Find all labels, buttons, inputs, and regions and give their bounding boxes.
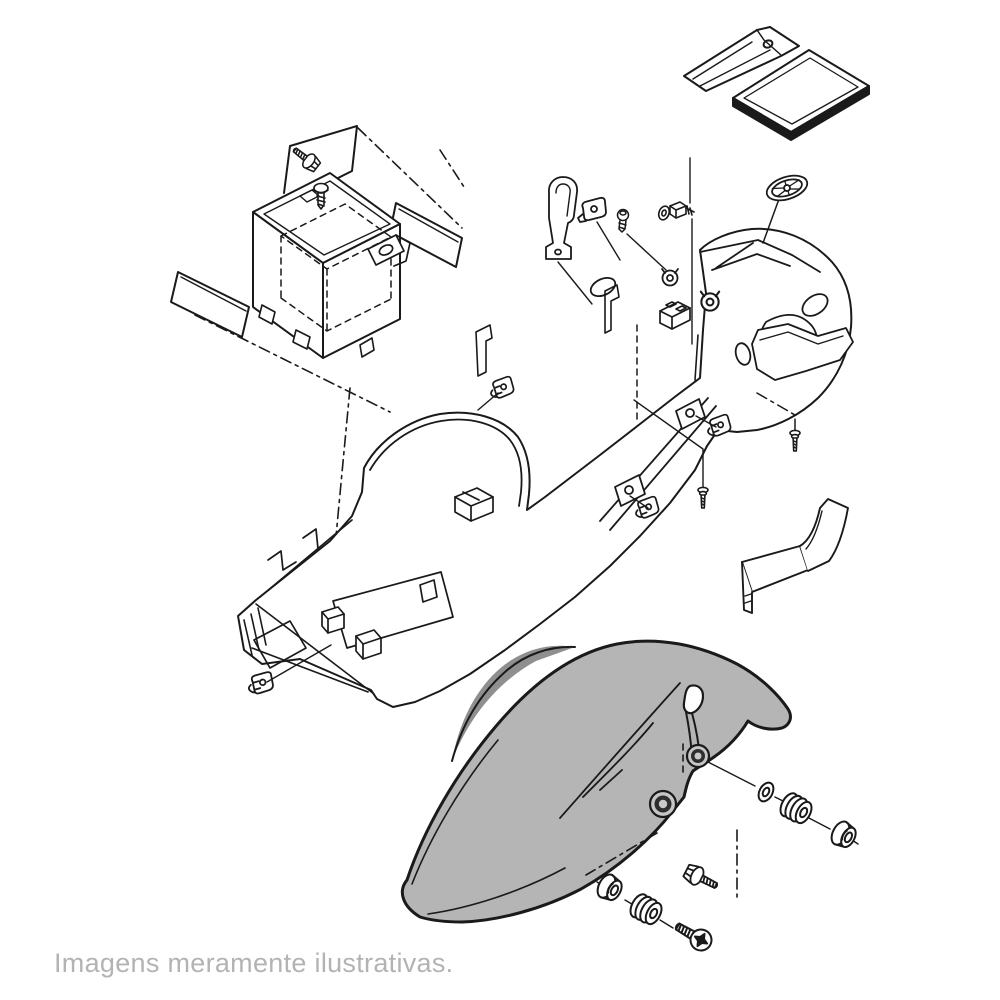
owners-manual	[732, 49, 870, 141]
front-fender	[400, 639, 792, 924]
side-rail	[599, 397, 717, 531]
wheel-arch	[369, 324, 638, 507]
air-duct-bracket	[741, 498, 849, 614]
pan-head-screw	[313, 182, 329, 210]
cable-clip	[577, 196, 621, 261]
phillips-screw	[670, 915, 717, 956]
cowl-bracket	[751, 323, 854, 381]
fender-mount-hole-lower	[648, 789, 678, 819]
bolt-with-washer	[657, 157, 695, 345]
mounting-hardware-upper	[680, 761, 861, 896]
fender-mount-hole-upper	[685, 743, 711, 769]
document-pouch	[683, 26, 800, 92]
caption: Imagens meramente ilustrativas.	[54, 948, 454, 978]
push-rivet	[697, 429, 801, 509]
mounting-hardware-lower	[592, 870, 717, 956]
small-parts	[545, 157, 695, 345]
front-fender-assembly	[400, 639, 861, 956]
rubber-damper	[626, 890, 667, 929]
button-screw	[616, 208, 667, 271]
rubber-damper	[776, 789, 817, 828]
mounting-platform	[321, 571, 454, 660]
rubber-strap	[545, 176, 593, 305]
terminal-block	[454, 301, 691, 522]
emblem-disc	[762, 174, 809, 244]
fender-body	[400, 639, 792, 924]
tail-cowl	[699, 239, 854, 381]
hex-flange-bolt	[680, 861, 723, 896]
damper-pad-left	[170, 271, 250, 338]
inner-fender-tray	[237, 174, 854, 708]
flat-washer	[754, 779, 778, 805]
storage-box-assembly	[170, 125, 467, 601]
mounting-collar	[826, 817, 861, 853]
storage-box	[252, 172, 411, 359]
